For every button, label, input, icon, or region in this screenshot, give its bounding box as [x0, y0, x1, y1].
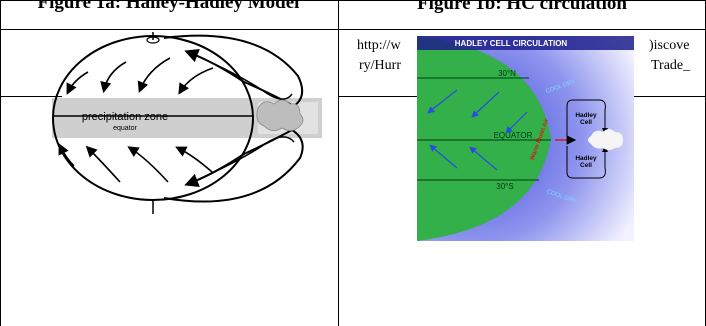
hadley-cell-diagram: HADLEY CELL CIRCULATION 30°N EQUATOR 30°… — [417, 36, 634, 241]
figure-1b-url[interactable]: http://w )iscove ry/Hurr Trade_ — [357, 36, 702, 156]
cloud-icon-b — [588, 129, 623, 150]
rotation-icon — [146, 36, 160, 44]
equator-label: equator — [113, 125, 137, 132]
table-row-divider-mid — [339, 96, 417, 97]
table-row-divider-right — [615, 96, 706, 97]
cloud-icon — [256, 99, 304, 131]
url-line1-left[interactable]: http://w — [357, 38, 401, 53]
halley-hadley-diagram: precipitation zone equator — [52, 32, 322, 214]
diagram-title: HADLEY CELL CIRCULATION — [455, 39, 568, 48]
figure-1a-title: Figure 1a: Halley-Hadley Model — [37, 0, 300, 13]
table-top-border — [0, 0, 706, 1]
earth-hemisphere — [417, 36, 551, 241]
table-center-divider — [338, 0, 339, 326]
url-line2-left[interactable]: ry/Hurr — [359, 58, 401, 73]
equator-label-b: EQUATOR — [494, 131, 533, 140]
url-line1-right[interactable]: )iscove — [649, 38, 690, 53]
table-left-border — [0, 0, 1, 326]
table-row-divider-left — [0, 96, 62, 97]
precipitation-zone-label: precipitation zone — [82, 111, 168, 123]
latitude-30n-label: 30°N — [498, 69, 516, 78]
figure-1b-title: Figure 1b: HC circulation — [417, 0, 627, 14]
table-header-divider — [0, 29, 706, 30]
url-line2-right[interactable]: Trade_ — [651, 58, 691, 73]
latitude-30s-label: 30°S — [496, 182, 513, 191]
